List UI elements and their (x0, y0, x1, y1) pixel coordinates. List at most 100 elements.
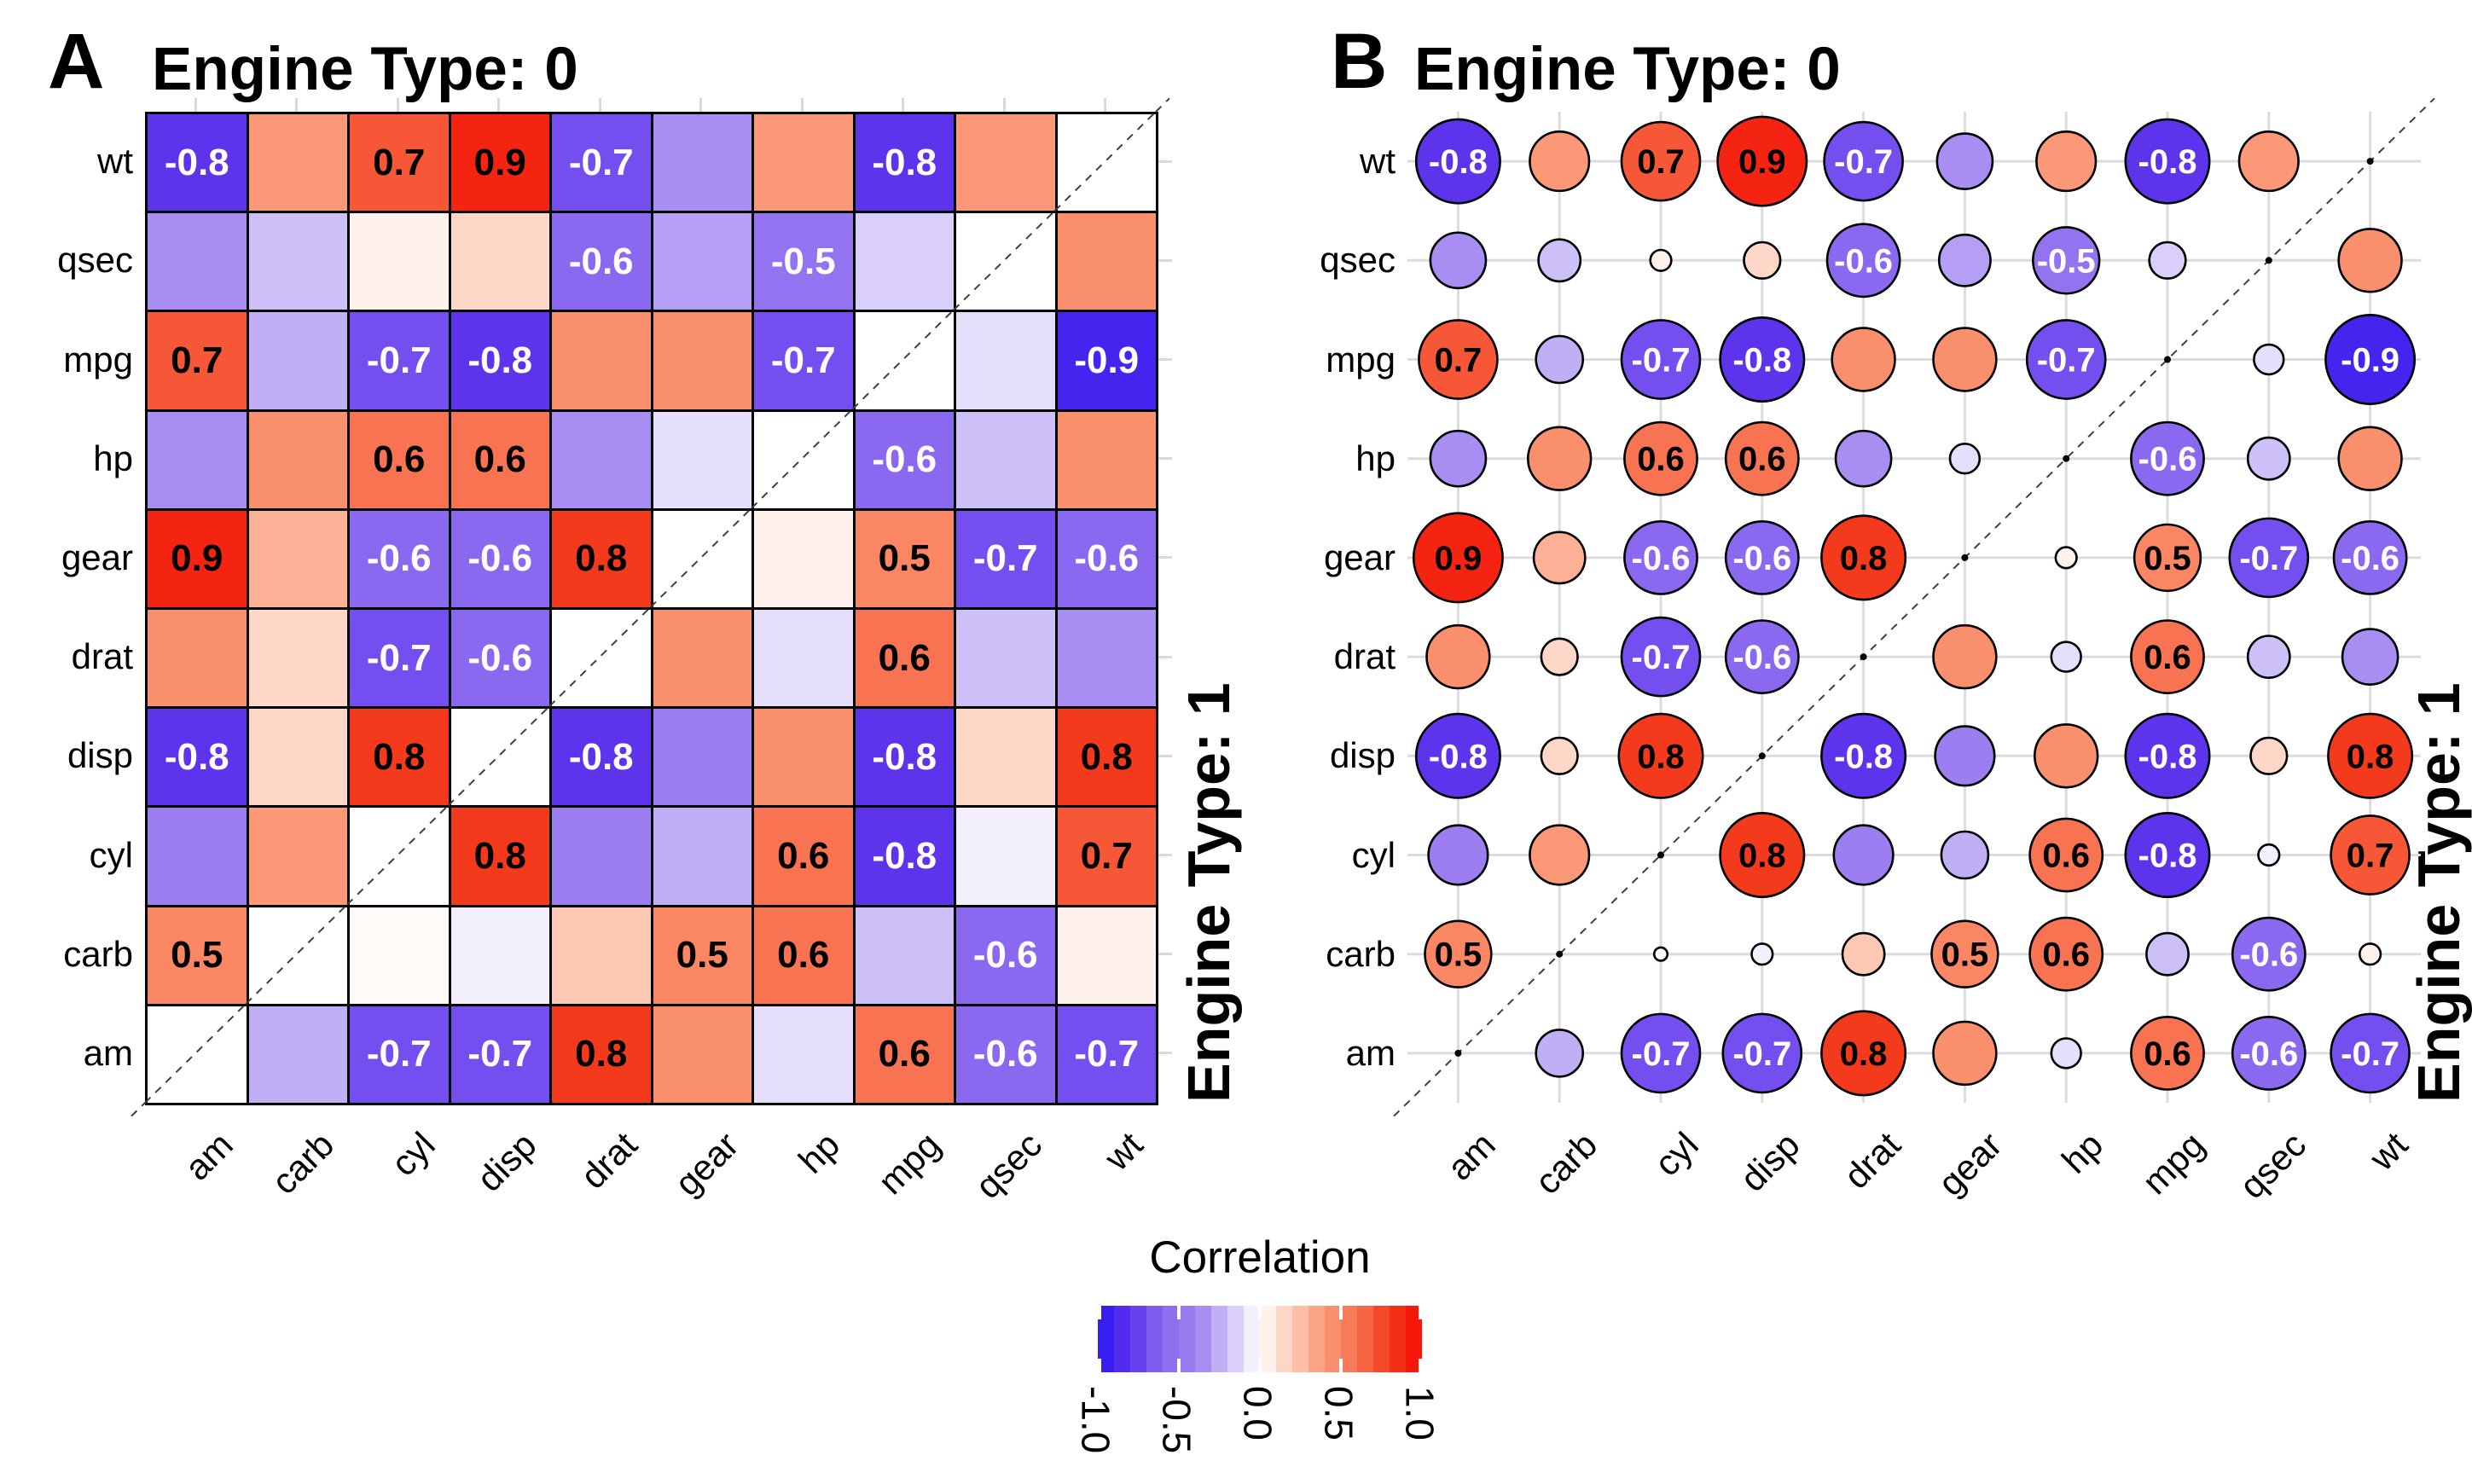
x-axis-label-hp: hp (790, 1124, 847, 1181)
heatmap-cell (650, 1003, 751, 1103)
gridline-stub-right (1158, 159, 1172, 163)
x-axis-label-carb: carb (264, 1124, 342, 1203)
diagonal-dashed-line (1053, 111, 1157, 212)
heatmap-cell (246, 607, 347, 707)
heatmap-cell (246, 211, 347, 310)
correlation-circle (1617, 712, 1704, 799)
heatmap-cell: 0.8 (347, 706, 449, 806)
correlation-circle (2028, 916, 2104, 992)
heatmap-cell (246, 507, 347, 607)
heatmap-cell: 0.8 (549, 1003, 651, 1103)
colorbar-segment (1146, 1306, 1163, 1372)
circle-value-label: 0.6 (2042, 936, 2090, 974)
diagonal-dot (2164, 356, 2171, 363)
heatmap-cell: 0.8 (1054, 706, 1156, 806)
cell-value-label: 0.7 (171, 339, 223, 381)
circle-value-label: 0.7 (1637, 143, 1685, 181)
circle-value-label: -0.8 (1732, 342, 1791, 380)
heatmap-cell: -0.8 (448, 310, 549, 409)
y-axis-label-am: am (83, 1032, 133, 1073)
legend-tick-label: -0.5 (1154, 1386, 1199, 1454)
correlation-circle (1429, 231, 1488, 290)
panel-a-right-label: Engine Type: 1 (1175, 682, 1242, 1103)
colorbar-segment (1260, 1306, 1276, 1372)
correlation-circle (2148, 241, 2187, 280)
cell-value-label: -0.8 (568, 735, 634, 778)
circle-value-label: 0.9 (1738, 143, 1786, 181)
correlation-circle (2246, 436, 2291, 481)
cell-value-label: 0.9 (473, 141, 526, 183)
correlation-circle (2028, 817, 2104, 893)
heatmap-cell: 0.8 (549, 507, 651, 607)
gridline-stub-right (1158, 358, 1172, 361)
colorbar-tick-mark (1098, 1359, 1101, 1372)
cell-value-label: 0.9 (171, 537, 223, 580)
correlation-circle (2130, 420, 2205, 496)
colorbar-segment (1195, 1306, 1211, 1372)
circle-value-label: 0.6 (2042, 838, 2090, 875)
heatmap-cell (650, 211, 751, 310)
heatmap-cell (145, 607, 247, 707)
correlation-circle (2228, 517, 2310, 599)
circle-value-label: -0.9 (2341, 342, 2399, 380)
colorbar-tick-mark (1339, 1359, 1343, 1372)
heatmap-cell: -0.8 (145, 706, 247, 806)
correlation-circle (1724, 420, 1800, 496)
heatmap-cell (751, 1003, 853, 1103)
diagonal-dot (1657, 851, 1664, 859)
heatmap-cell: -0.8 (852, 706, 954, 806)
y-axis-label-qsec: qsec (57, 240, 133, 281)
correlation-circle (2050, 1037, 2082, 1070)
diagonal-dashed-line (548, 606, 652, 707)
colorbar-segment (1163, 1306, 1179, 1372)
heatmap-cell (954, 805, 1055, 905)
heatmap-cell: 0.6 (852, 1003, 954, 1103)
y-axis-label-disp: disp (67, 735, 133, 776)
heatmap-cell: 0.8 (448, 805, 549, 905)
correlation-circle (2133, 523, 2202, 593)
heatmap-cell (954, 310, 1055, 409)
x-axis-label-cyl: cyl (1645, 1124, 1706, 1184)
correlation-circle (1935, 132, 1994, 190)
cell-value-label: 0.5 (676, 934, 728, 977)
cell-value-label: -0.8 (872, 735, 937, 778)
heatmap-cell (650, 409, 751, 508)
cell-value-label: -0.6 (568, 240, 634, 282)
x-axis-label-disp: disp (468, 1124, 544, 1200)
gridline-stub-right (1158, 854, 1172, 856)
colorbar-segment (1406, 1306, 1422, 1372)
cell-value-label: -0.8 (872, 141, 937, 183)
heatmap-cell (650, 607, 751, 707)
cell-value-label: 0.8 (1080, 735, 1133, 778)
y-axis-label-gear: gear (61, 536, 133, 577)
diagonal-dot (1556, 950, 1564, 958)
cell-value-label: 0.6 (777, 934, 830, 977)
colorbar-segment (1211, 1306, 1227, 1372)
circle-value-label: -0.6 (1632, 540, 1691, 577)
heatmap-cell (751, 607, 853, 707)
correlation-circle (2249, 736, 2289, 775)
cell-value-label: -0.9 (1074, 339, 1140, 381)
correlation-circle (1414, 712, 1501, 799)
heatmap-cell (549, 310, 651, 409)
cell-value-label: -0.8 (872, 834, 937, 877)
diagonal-dashed-line (649, 507, 752, 608)
correlation-circle (1532, 530, 1587, 585)
circle-value-label: -0.8 (2138, 143, 2197, 181)
diagonal-dashed-line (131, 1102, 146, 1117)
colorbar-segment (1276, 1306, 1292, 1372)
x-axis-label-qsec: qsec (2231, 1124, 2314, 1207)
diagonal-dashed-line (245, 903, 348, 1005)
correlation-circle (2035, 130, 2098, 193)
circle-value-label: -0.6 (1732, 639, 1791, 676)
y-axis-label-disp: disp (1329, 735, 1396, 776)
y-axis-label-carb: carb (1326, 933, 1396, 974)
gridline-stub-right (1158, 754, 1172, 757)
heatmap-cell (1054, 904, 1156, 1004)
colorbar-segment (1357, 1306, 1373, 1372)
heatmap-cell (246, 112, 347, 212)
cell-value-label: -0.7 (972, 537, 1038, 580)
heatmap-cell: -0.6 (347, 507, 449, 607)
colorbar-tick-mark (1177, 1306, 1181, 1319)
